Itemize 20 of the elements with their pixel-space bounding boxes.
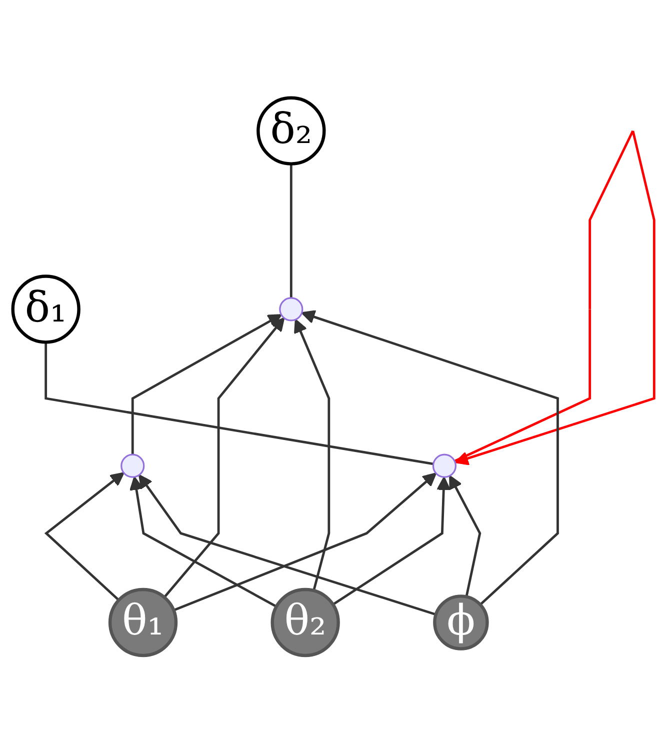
arrow bbox=[163, 318, 285, 598]
node-circle: δ₁ bbox=[11, 274, 80, 344]
node-circle: δ₂ bbox=[256, 96, 326, 166]
connector bbox=[44, 342, 434, 466]
node-circle bbox=[120, 454, 145, 478]
node-circle bbox=[432, 454, 456, 478]
arrow bbox=[449, 476, 482, 598]
arrow bbox=[44, 472, 124, 602]
arrow bbox=[129, 476, 278, 608]
arrow bbox=[332, 476, 451, 606]
node-circle: θ₁ bbox=[108, 588, 178, 658]
arrow bbox=[301, 310, 559, 606]
arrow bbox=[294, 319, 330, 592]
node-circle: ϕ bbox=[433, 594, 489, 651]
node-circle bbox=[279, 298, 304, 322]
connector bbox=[290, 164, 292, 298]
arrow bbox=[131, 314, 282, 455]
arrow bbox=[138, 474, 436, 616]
arrow bbox=[173, 472, 437, 612]
node-circle: θ₂ bbox=[270, 588, 340, 658]
